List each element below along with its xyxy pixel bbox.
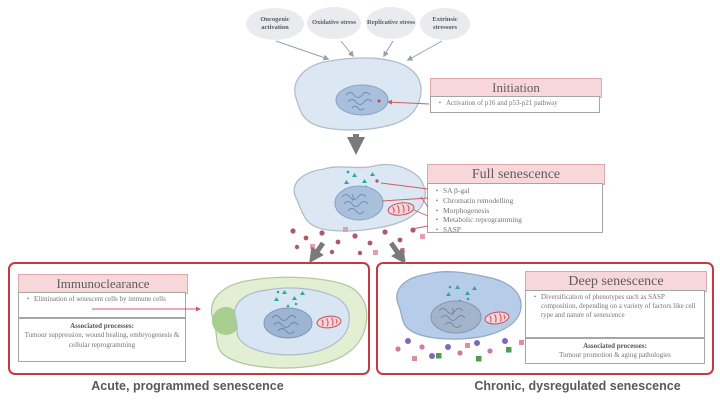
stressor-oval-oxidative: Oxidative stress <box>307 7 361 39</box>
immunoclearance-title: Immunoclearance <box>56 276 150 291</box>
bullet-glyph: • <box>26 295 30 303</box>
stressor-oval-replicative: Replicative stress <box>366 7 416 39</box>
associated-processes-title: Associated processes: <box>583 342 647 350</box>
bullet-item: • Metabolic reprogramming <box>431 215 599 225</box>
bullet-item: • Diversification of phenotypes such as S… <box>529 293 701 320</box>
bullet-glyph: • <box>435 205 439 215</box>
bullet-glyph: • <box>533 293 537 301</box>
immunoclearance-associated-processes: Associated processes: Tumour suppression… <box>18 318 186 362</box>
initiation-cell <box>294 57 422 131</box>
bullet-glyph: • <box>438 99 442 107</box>
full-senescence-header: Full senescence <box>427 164 605 185</box>
bullet-text: Activation of p16 and p53-p21 pathway <box>446 99 558 107</box>
bullet-item: • Elimination of senescent cells by immun… <box>22 295 182 304</box>
deep-senescence-header: Deep senescence <box>525 271 707 292</box>
bullet-glyph: • <box>435 215 439 225</box>
deep-senescence-title: Deep senescence <box>568 273 664 289</box>
bullet-item: • Chromatin remodelling <box>431 196 599 206</box>
branch-arrow-right <box>388 241 406 265</box>
bullet-item: • SASP <box>431 225 599 235</box>
nucleus-icon <box>334 185 384 221</box>
associated-processes-text: Tumour promotion & aging pathologies <box>559 351 671 360</box>
immunoclearance-header: Immunoclearance <box>18 274 188 294</box>
stressor-label: Oncogenic activation <box>260 15 290 31</box>
sa-bgal-marks-icon <box>344 170 379 190</box>
immunoclearance-bullets: • Elimination of senescent cells by immun… <box>18 292 186 318</box>
bullet-glyph: • <box>435 195 439 205</box>
bullet-item: • SA β-gal <box>431 186 599 196</box>
initiation-bullets: • Activation of p16 and p53-p21 pathway <box>430 96 600 113</box>
mitochondria-icon <box>387 202 415 216</box>
bullet-text: Chromatin remodelling <box>443 195 514 205</box>
bullet-text: SA β-gal <box>443 186 470 195</box>
full-senescence-bullets: • SA β-gal • Chromatin remodelling • Morpho… <box>427 183 603 235</box>
caption-chronic: Chronic, dysregulated senescence <box>474 379 681 393</box>
bullet-text: Diversification of phenotypes such as SA… <box>541 293 696 320</box>
stressor-arrows <box>275 40 443 61</box>
bullet-item: • Morphogenesis <box>431 206 599 216</box>
bullet-text: SASP <box>443 225 461 234</box>
stressor-label: Replicative stress <box>366 18 416 26</box>
bullet-item: • Activation of p16 and p53-p21 pathway <box>434 99 596 108</box>
bullet-glyph: • <box>435 186 439 195</box>
full-senescence-title: Full senescence <box>471 166 561 182</box>
branch-arrow-left <box>309 241 326 264</box>
associated-processes-text: Tumour suppression, wound healing, embry… <box>24 331 180 349</box>
sasp-secretion-dots <box>290 227 425 256</box>
stressor-oval-oncogenic: Oncogenic activation <box>246 8 304 40</box>
associated-processes-title: Associated processes: <box>70 322 134 330</box>
initiation-connector <box>387 99 430 105</box>
initiation-title: Initiation <box>492 80 540 95</box>
full-senescence-cell <box>290 164 426 256</box>
deep-senescence-associated-processes: Associated processes: Tumour promotion &… <box>525 338 705 364</box>
initiation-header: Initiation <box>430 78 602 98</box>
bullet-text: Metabolic reprogramming <box>443 215 522 225</box>
bullet-text: Morphogenesis <box>443 205 490 215</box>
stressor-label: Extrinsic stressors <box>432 15 458 31</box>
stressor-oval-extrinsic: Extrinsic stressors <box>420 8 470 40</box>
deep-senescence-bullets: • Diversification of phenotypes such as S… <box>525 290 705 338</box>
chronic-senescence-panel <box>376 262 714 375</box>
stressor-label: Oxidative stress <box>311 18 357 26</box>
bullet-glyph: • <box>435 225 439 234</box>
caption-acute: Acute, programmed senescence <box>91 379 284 393</box>
bullet-text: Elimination of senescent cells by immune… <box>34 295 166 303</box>
nucleus-icon <box>335 84 389 116</box>
acute-senescence-panel <box>8 262 370 375</box>
